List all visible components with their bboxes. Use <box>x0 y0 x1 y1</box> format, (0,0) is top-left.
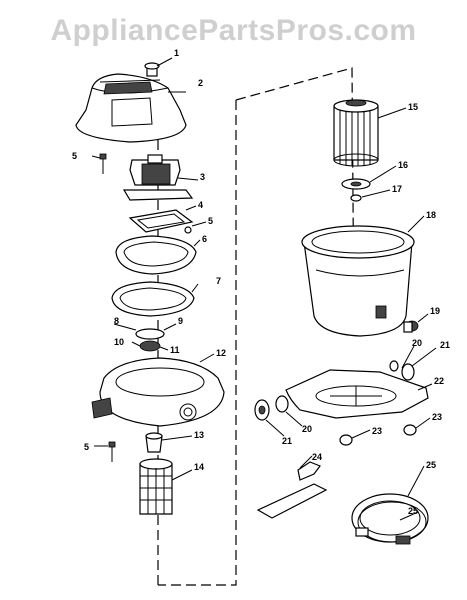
callout-23-left: 23 <box>372 426 382 436</box>
callout-24: 24 <box>312 452 322 462</box>
part-4-gasket <box>128 209 194 233</box>
leader-lines <box>91 57 437 521</box>
callout-23-right: 23 <box>432 412 442 422</box>
callout-16: 16 <box>398 160 408 170</box>
callout-labels: 1 2 3 4 5 5 5 6 7 8 9 10 11 12 13 14 15 … <box>72 48 450 516</box>
part-22-dolly-base <box>285 369 429 419</box>
callout-4: 4 <box>198 200 203 210</box>
callout-21-right: 21 <box>440 340 450 350</box>
part-15-cartridge-filter <box>333 99 379 167</box>
callout-5-top: 5 <box>72 151 77 161</box>
assembly-guide-lines <box>157 67 355 586</box>
part-14-filter-cage <box>139 458 173 515</box>
callout-15: 15 <box>408 102 418 112</box>
part-20-21-casters <box>254 360 417 446</box>
callout-2: 2 <box>198 78 203 88</box>
part-12-head-base <box>91 357 225 427</box>
callout-1: 1 <box>174 48 179 58</box>
callout-7: 7 <box>216 276 221 286</box>
callout-21-left: 21 <box>282 436 292 446</box>
callout-19: 19 <box>430 306 440 316</box>
part-3-motor <box>122 154 194 201</box>
part-18-drum <box>301 225 415 337</box>
callout-12: 12 <box>216 348 226 358</box>
callout-20-left: 20 <box>302 424 312 434</box>
callout-13: 13 <box>194 430 204 440</box>
part-25-hose <box>351 493 429 545</box>
callout-3: 3 <box>200 172 205 182</box>
part-17-nut <box>350 194 362 202</box>
callout-9: 9 <box>178 316 183 326</box>
part-5-screws <box>99 153 192 462</box>
part-2-motor-cover <box>75 73 187 143</box>
callout-10: 10 <box>114 337 124 347</box>
callout-8: 8 <box>114 316 119 326</box>
callout-5-bottom: 5 <box>84 442 89 452</box>
callout-17: 17 <box>392 184 402 194</box>
callout-14: 14 <box>194 462 204 472</box>
part-10-impeller <box>135 328 165 352</box>
part-16-filter-lid <box>341 178 371 190</box>
part-24-floor-nozzle <box>256 461 328 519</box>
callout-5-mid: 5 <box>208 216 213 226</box>
callout-25-outer: 25 <box>426 460 436 470</box>
part-7-gasket-ring <box>111 281 195 317</box>
callout-11: 11 <box>170 345 180 355</box>
part-6-seal <box>115 235 197 275</box>
part-13-cage <box>145 432 163 453</box>
callout-20-right: 20 <box>412 338 422 348</box>
callout-25-inner: 25 <box>408 506 418 516</box>
part-1-knob <box>144 62 160 77</box>
part-19-drain-cap <box>403 320 419 333</box>
callout-22: 22 <box>434 376 444 386</box>
callout-18: 18 <box>426 210 436 220</box>
callout-6: 6 <box>202 234 207 244</box>
